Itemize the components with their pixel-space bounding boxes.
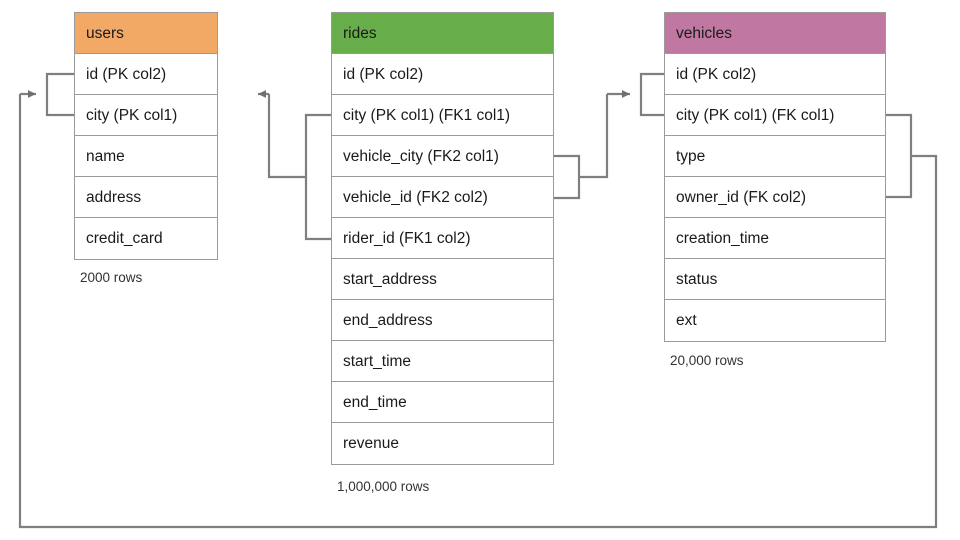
table-rides-column-revenue[interactable]: revenue [332, 423, 553, 464]
connector-rides-to-vehicles-run [579, 94, 609, 179]
table-vehicles-column-ext[interactable]: ext [665, 300, 885, 341]
table-users-column-address[interactable]: address [75, 177, 217, 218]
table-rides-column-start-time[interactable]: start_time [332, 341, 553, 382]
connector-vehicles-left-bracket [639, 72, 664, 117]
table-users-header: users [75, 13, 217, 54]
table-users-row-count: 2000 rows [80, 270, 143, 285]
connector-vehicles-right-bracket [886, 113, 913, 199]
table-rides-column-end-address[interactable]: end_address [332, 300, 553, 341]
connector-rides-to-users-run [267, 94, 306, 179]
table-vehicles-header: vehicles [665, 13, 885, 54]
table-rides-column-start-address[interactable]: start_address [332, 259, 553, 300]
table-rides-row-count: 1,000,000 rows [337, 479, 430, 494]
table-rides[interactable]: rides id (PK col2) city (PK col1) (FK1 c… [331, 12, 554, 465]
table-users[interactable]: users id (PK col2) city (PK col1) name a… [74, 12, 218, 260]
table-rides-column-vehicle-city[interactable]: vehicle_city (FK2 col1) [332, 136, 553, 177]
table-vehicles-column-city[interactable]: city (PK col1) (FK col1) [665, 95, 885, 136]
table-rides-column-end-time[interactable]: end_time [332, 382, 553, 423]
connector-rides-right-bracket [554, 154, 581, 200]
table-rides-column-city[interactable]: city (PK col1) (FK1 col1) [332, 95, 553, 136]
connector-users-left-bracket [45, 72, 74, 117]
table-vehicles-column-id[interactable]: id (PK col2) [665, 54, 885, 95]
table-vehicles[interactable]: vehicles id (PK col2) city (PK col1) (FK… [664, 12, 886, 342]
table-vehicles-column-status[interactable]: status [665, 259, 885, 300]
table-rides-header: rides [332, 13, 553, 54]
table-vehicles-row-count: 20,000 rows [670, 353, 744, 368]
table-users-column-credit-card[interactable]: credit_card [75, 218, 217, 259]
table-rides-column-id[interactable]: id (PK col2) [332, 54, 553, 95]
table-vehicles-column-owner-id[interactable]: owner_id (FK col2) [665, 177, 885, 218]
table-users-column-city[interactable]: city (PK col1) [75, 95, 217, 136]
table-users-column-id[interactable]: id (PK col2) [75, 54, 217, 95]
connector-rides-left-bracket [304, 113, 331, 241]
table-rides-column-rider-id[interactable]: rider_id (FK1 col2) [332, 218, 553, 259]
table-vehicles-column-creation-time[interactable]: creation_time [665, 218, 885, 259]
table-users-column-name[interactable]: name [75, 136, 217, 177]
table-rides-column-vehicle-id[interactable]: vehicle_id (FK2 col2) [332, 177, 553, 218]
table-vehicles-column-type[interactable]: type [665, 136, 885, 177]
